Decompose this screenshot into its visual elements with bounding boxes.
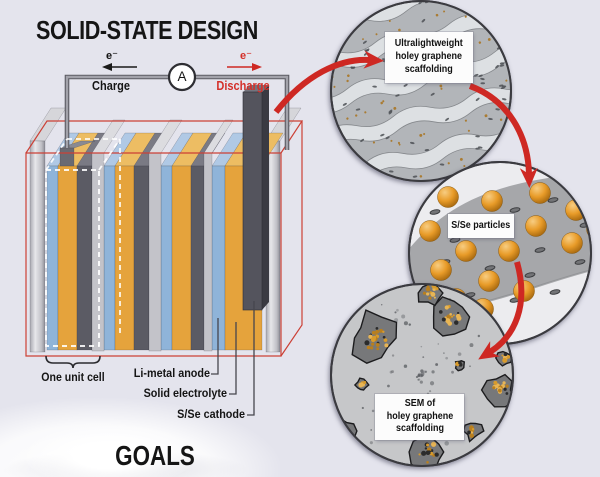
flow-arrows — [273, 50, 538, 360]
layer-label-cathode: S/Se cathode — [177, 407, 245, 421]
callout-label-scaffold: Ultralightweight holey graphene scaffold… — [385, 32, 473, 83]
discharge-label: Discharge — [216, 79, 270, 93]
charge-electron-arrow — [102, 63, 137, 71]
layer-leader-lines — [211, 301, 255, 416]
unit-cell-brace — [45, 355, 101, 369]
layer-label-electrolyte: Solid electrolyte — [143, 386, 227, 400]
layer-label-anode: Li-metal anode — [133, 366, 210, 380]
circuit-wires — [64, 62, 290, 150]
background-white-shape-highlight — [25, 425, 195, 477]
arrow-scaffold-to-particles — [468, 83, 538, 188]
unit-cell-dashed-outline — [45, 138, 121, 347]
ammeter-label: A — [177, 69, 187, 84]
goals-heading: GOALS — [115, 440, 195, 471]
unit-cell-label: One unit cell — [41, 370, 105, 384]
ammeter-icon — [167, 62, 197, 92]
charge-label: Charge — [92, 79, 130, 93]
page-title: SOLID-STATE DESIGN — [36, 15, 258, 45]
callout-label-particles: S/Se particles — [448, 214, 514, 238]
arrow-particles-to-sem — [478, 261, 525, 360]
callout-label-sem: SEM of holey graphene scaffolding — [375, 394, 464, 440]
callout-circle-sem — [330, 283, 514, 467]
charge-electron-label: e⁻ — [106, 50, 118, 62]
discharge-electron-arrow — [227, 63, 262, 71]
cathode-terminal-block — [242, 85, 269, 311]
arrow-battery-to-scaffold — [273, 50, 384, 114]
discharge-electron-label: e⁻ — [240, 50, 252, 62]
red-outline-box — [25, 120, 304, 357]
